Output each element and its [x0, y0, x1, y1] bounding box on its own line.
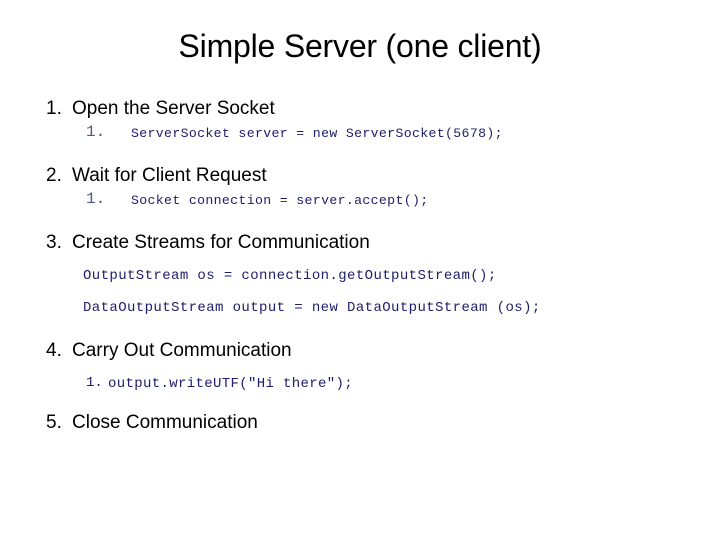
list-item: 4. Carry Out Communication 1. output.wri…: [0, 338, 720, 396]
step-heading: 5. Close Communication: [0, 410, 720, 436]
code-line: OutputStream os = connection.getOutputSt…: [0, 265, 720, 288]
step-label: Wait for Client Request: [72, 165, 267, 186]
step-label: Carry Out Communication: [72, 340, 292, 361]
code-block: 1. output.writeUTF("Hi there");: [0, 373, 720, 396]
code-text: ServerSocket server = new ServerSocket(5…: [131, 126, 503, 141]
list-item: 3. Create Streams for Communication Outp…: [0, 230, 720, 320]
code-marker: 1.: [86, 123, 106, 141]
code-block: 1. Socket connection = server.accept();: [0, 189, 720, 212]
code-text: Socket connection = server.accept();: [131, 193, 429, 208]
list-item: 1. Open the Server Socket 1. ServerSocke…: [0, 96, 720, 145]
step-heading: 4. Carry Out Communication: [0, 338, 720, 364]
code-block: 1. ServerSocket server = new ServerSocke…: [0, 122, 720, 145]
spacer: [0, 256, 720, 265]
list-item: 2. Wait for Client Request 1. Socket con…: [0, 163, 720, 212]
step-number: 1.: [46, 98, 62, 119]
code-line: 1. Socket connection = server.accept();: [0, 189, 720, 212]
step-number: 4.: [46, 340, 62, 361]
code-marker: 1.: [86, 190, 106, 208]
step-label: Create Streams for Communication: [72, 232, 370, 253]
code-text: OutputStream os = connection.getOutputSt…: [83, 268, 497, 284]
step-number: 3.: [46, 232, 62, 253]
code-line: 1. ServerSocket server = new ServerSocke…: [0, 122, 720, 145]
list-item: 5. Close Communication: [0, 410, 720, 436]
spacer: [0, 212, 720, 230]
code-block: OutputStream os = connection.getOutputSt…: [0, 265, 720, 320]
step-heading: 1. Open the Server Socket: [0, 96, 720, 122]
code-line: 1. output.writeUTF("Hi there");: [0, 373, 720, 396]
code-text: output.writeUTF("Hi there");: [108, 376, 354, 392]
spacer: [0, 396, 720, 410]
step-heading: 3. Create Streams for Communication: [0, 230, 720, 256]
steps-list: 1. Open the Server Socket 1. ServerSocke…: [0, 96, 720, 436]
step-label: Open the Server Socket: [72, 98, 275, 119]
step-label: Close Communication: [72, 412, 258, 433]
spacer: [0, 145, 720, 163]
page-title: Simple Server (one client): [178, 28, 542, 64]
spacer: [0, 288, 720, 297]
code-text: DataOutputStream output = new DataOutput…: [83, 300, 541, 316]
code-marker: 1.: [86, 375, 103, 391]
spacer: [0, 364, 720, 373]
step-heading: 2. Wait for Client Request: [0, 163, 720, 189]
step-number: 5.: [46, 412, 62, 433]
code-line: DataOutputStream output = new DataOutput…: [0, 297, 720, 320]
spacer: [0, 320, 720, 338]
step-number: 2.: [46, 165, 62, 186]
